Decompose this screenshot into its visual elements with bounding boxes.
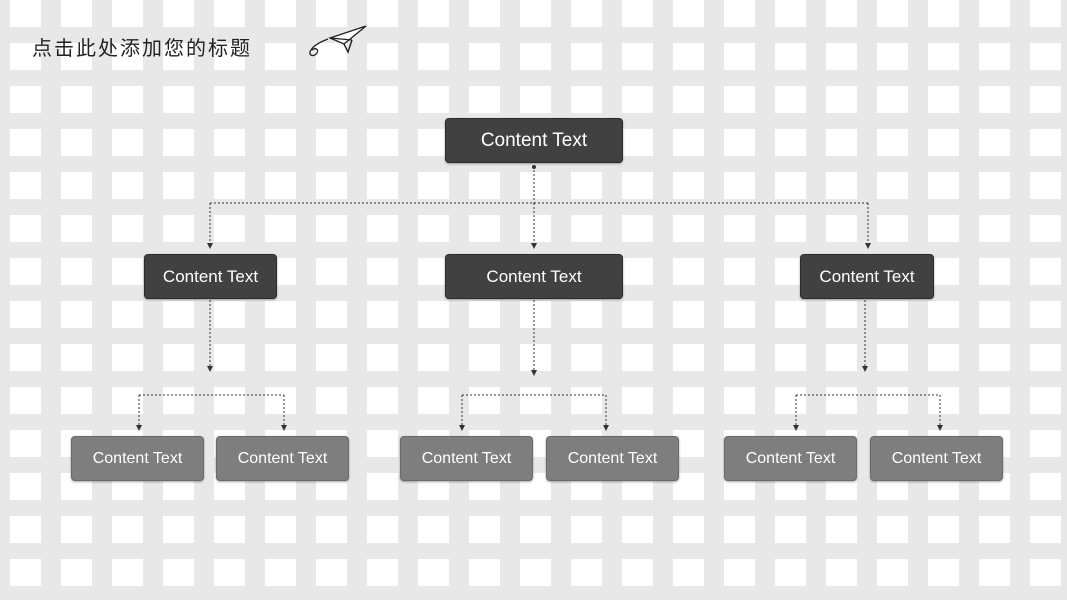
leaf-node-2-2[interactable]: Content Text — [546, 436, 679, 481]
leaf-node-1-2[interactable]: Content Text — [216, 436, 349, 481]
leaf-node-2-1[interactable]: Content Text — [400, 436, 533, 481]
root-node[interactable]: Content Text — [445, 118, 623, 163]
paper-plane-icon — [309, 25, 367, 57]
root-node-label: Content Text — [480, 129, 588, 151]
slide-title[interactable]: 点击此处添加您的标题 — [32, 36, 252, 60]
leaf-node-3-2[interactable]: Content Text — [870, 436, 1003, 481]
leaf-node-label: Content Text — [92, 449, 183, 467]
branch-node-3[interactable]: Content Text — [800, 254, 934, 299]
branch-node-1[interactable]: Content Text — [144, 254, 277, 299]
leaf-node-label: Content Text — [421, 449, 512, 467]
branch-node-label: Content Text — [486, 266, 582, 286]
leaf-node-label: Content Text — [567, 449, 658, 467]
leaf-node-1-1[interactable]: Content Text — [71, 436, 204, 481]
leaf-node-3-1[interactable]: Content Text — [724, 436, 857, 481]
branch-node-label: Content Text — [162, 266, 259, 286]
leaf-node-label: Content Text — [891, 449, 982, 467]
leaf-node-label: Content Text — [237, 449, 328, 467]
branch-node-2[interactable]: Content Text — [445, 254, 623, 299]
leaf-node-label: Content Text — [745, 449, 836, 467]
branch-node-label: Content Text — [819, 266, 915, 286]
